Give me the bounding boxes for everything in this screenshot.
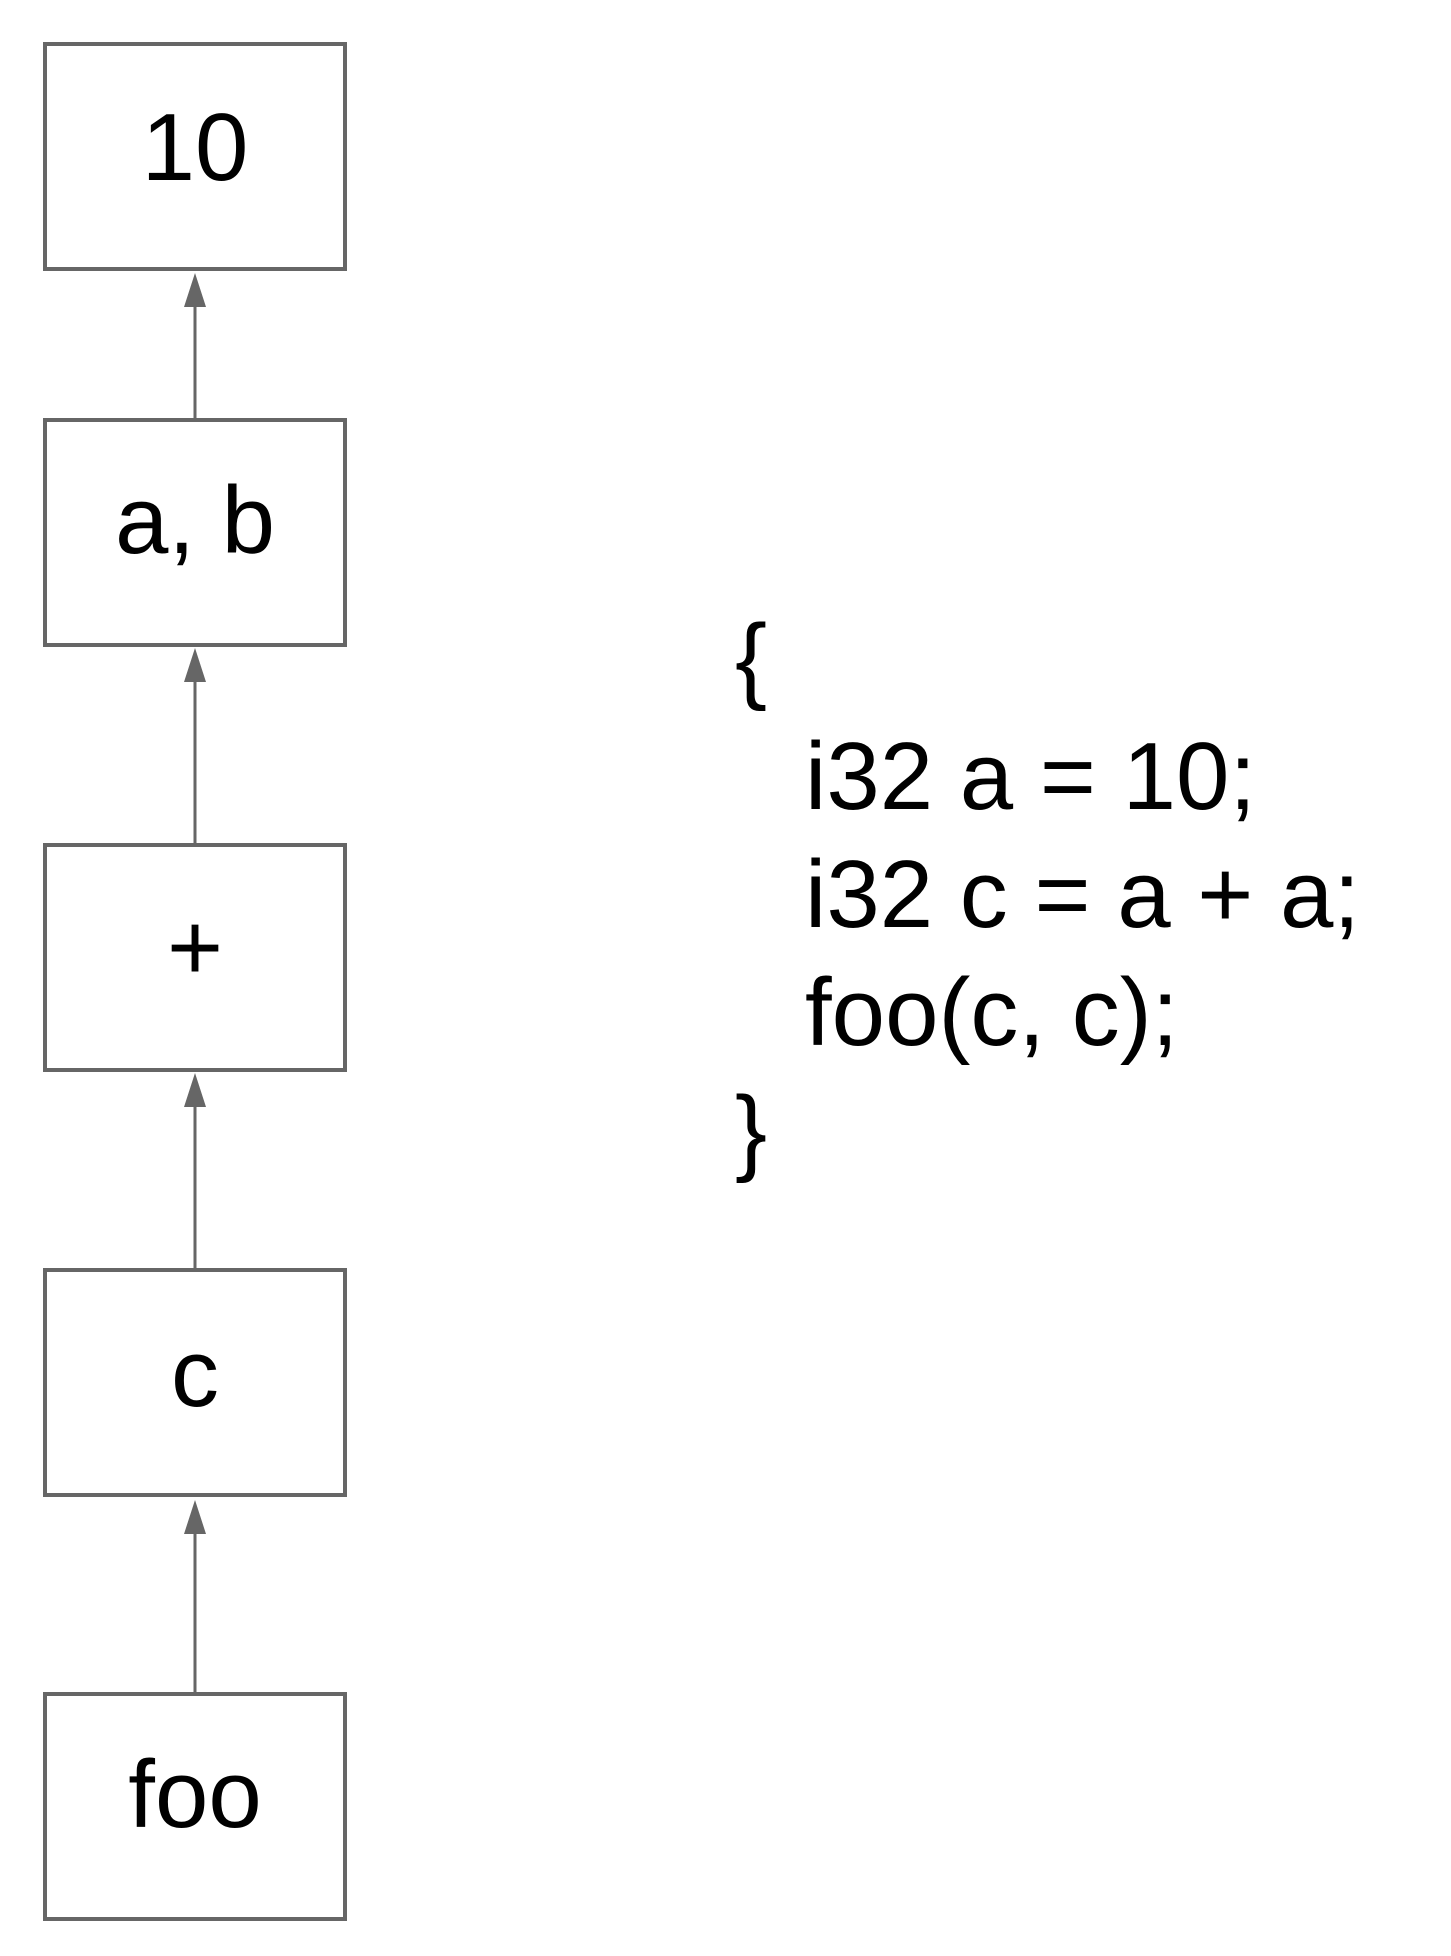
node-foo-box (43, 1692, 347, 1921)
node-plus-label: + (167, 894, 223, 1001)
node-a-b: a, b (43, 418, 347, 647)
code-snippet: { i32 a = 10; i32 c = a + a; foo(c, c); … (735, 600, 1360, 1190)
code-line-close-brace: } (735, 1077, 768, 1184)
node-10-label: 10 (142, 94, 249, 201)
edge-c-to-plus (184, 1073, 206, 1268)
node-plus: + (43, 843, 347, 1072)
node-10: 10 (43, 42, 347, 271)
node-a-b-box (43, 418, 347, 647)
node-foo-label: foo (128, 1741, 261, 1848)
code-line-call-foo: foo(c, c); (805, 959, 1179, 1066)
node-c: c (43, 1268, 347, 1497)
edge-plus-to-ab (184, 648, 206, 843)
code-line-declare-a: i32 a = 10; (805, 723, 1257, 830)
code-line-open-brace: { (735, 605, 768, 712)
node-a-b-label: a, b (115, 467, 275, 574)
code-line-declare-c: i32 c = a + a; (805, 841, 1361, 948)
node-foo: foo (43, 1692, 347, 1921)
node-plus-box (43, 843, 347, 1072)
node-c-label: c (171, 1320, 219, 1427)
node-10-box (43, 42, 347, 271)
edge-ab-to-10 (184, 273, 206, 418)
edge-foo-to-c (184, 1500, 206, 1692)
node-c-box (43, 1268, 347, 1497)
